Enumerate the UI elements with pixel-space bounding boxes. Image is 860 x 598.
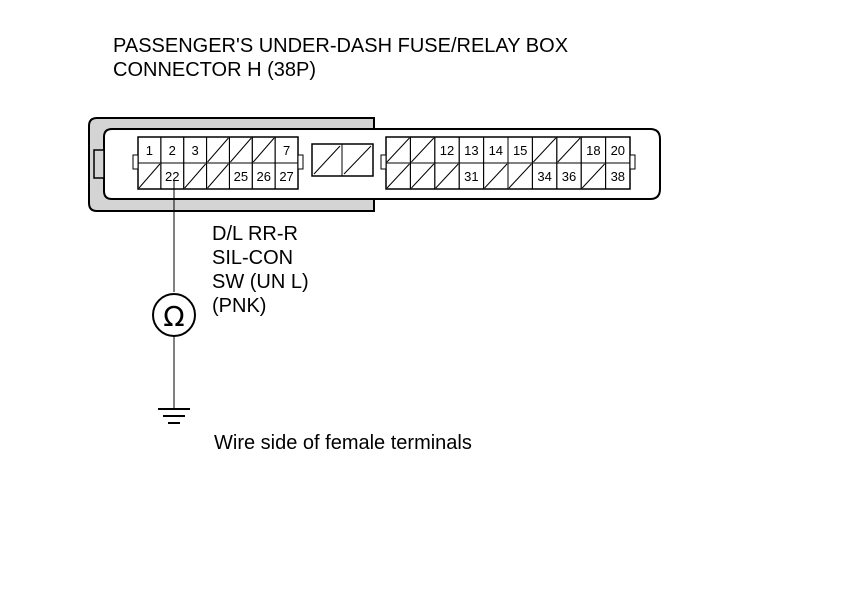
terminal-number: 22 — [165, 169, 179, 184]
blank-cavity-mark — [557, 137, 581, 163]
blank-cavity-mark — [386, 137, 410, 163]
terminal-number: 34 — [537, 169, 551, 184]
blank-cavity-mark — [184, 163, 206, 189]
left-block-tab-right — [297, 154, 304, 170]
terminal-number: 3 — [192, 143, 199, 158]
blank-cavity-mark — [411, 163, 435, 189]
terminal-number: 13 — [464, 143, 478, 158]
right-terminal-cells — [385, 136, 631, 190]
blank-cavity-mark — [207, 137, 229, 163]
blank-cavity-mark — [484, 163, 508, 189]
blank-cavity-mark — [207, 163, 229, 189]
diagram-caption: Wire side of female terminals — [214, 432, 472, 454]
terminal-number: 31 — [464, 169, 478, 184]
terminal-number: 26 — [256, 169, 270, 184]
right-block-tab-left — [380, 154, 387, 170]
terminal-number: 7 — [283, 143, 290, 158]
terminal-number: 20 — [611, 143, 625, 158]
left-block-tab-left — [132, 154, 139, 170]
terminal-number: 18 — [586, 143, 600, 158]
terminal-cavity — [274, 162, 299, 190]
terminal-cavity — [605, 162, 631, 190]
ground-icon — [158, 408, 190, 424]
blank-cavity-mark — [508, 163, 532, 189]
blank-cavity-mark — [230, 137, 252, 163]
blank-cavity-mark — [533, 137, 557, 163]
terminal-number: 2 — [169, 143, 176, 158]
terminal-number: 12 — [440, 143, 454, 158]
terminal-number: 36 — [562, 169, 576, 184]
middle-cavity-blank-2 — [343, 145, 372, 175]
wire-label-line-3: SW (UN L) — [212, 271, 309, 293]
wire-label-line-4: (PNK) — [212, 295, 267, 317]
terminal-number: 15 — [513, 143, 527, 158]
terminal-number: 14 — [489, 143, 503, 158]
middle-cavity-blank-1 — [313, 145, 341, 175]
terminal-number: 27 — [279, 169, 293, 184]
blank-cavity-mark — [581, 163, 605, 189]
terminal-number: 1 — [146, 143, 153, 158]
right-block-tab-right — [629, 154, 636, 170]
blank-cavity-mark — [411, 137, 435, 163]
left-terminal-cells — [137, 136, 299, 190]
blank-cavity-mark — [386, 163, 410, 189]
blank-cavity-mark — [435, 163, 459, 189]
terminal-number: 25 — [234, 169, 248, 184]
diagram-title-line-2: CONNECTOR H (38P) — [113, 59, 316, 81]
blank-cavity-mark — [252, 137, 275, 163]
ohm-icon: Ω — [163, 300, 184, 333]
diagram-title-line-1: PASSENGER'S UNDER-DASH FUSE/RELAY BOX — [113, 35, 569, 57]
connector-key-left — [93, 149, 105, 179]
blank-cavity-mark — [138, 163, 161, 189]
wire-label-line-1: D/L RR-R — [212, 223, 298, 245]
terminal-number: 38 — [611, 169, 625, 184]
wire-label-line-2: SIL-CON — [212, 247, 294, 269]
